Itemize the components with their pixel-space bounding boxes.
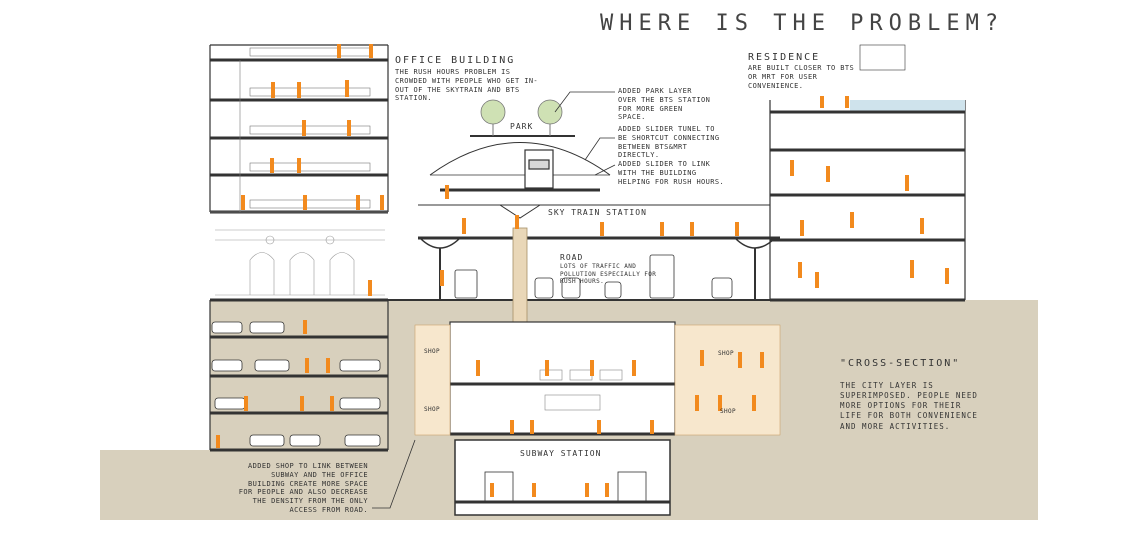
label-subway-station: SUBWAY STATION (520, 449, 602, 458)
parked-cars (211, 321, 381, 447)
note-shop-link: ADDED SHOP TO LINK BETWEEN SUBWAY AND TH… (238, 462, 368, 514)
office-heading: OFFICE BUILDING (395, 55, 516, 66)
residence-text: ARE BUILT CLOSER TO BTS OR MRT FOR USER … (748, 64, 855, 90)
label-shop-4: SHOP (720, 408, 737, 415)
subway-station (454, 439, 671, 516)
park-layer (470, 99, 575, 137)
office-building (209, 44, 389, 214)
road-vehicles (454, 254, 733, 299)
residence-building (769, 44, 966, 302)
label-shop-1: SHOP (424, 348, 441, 355)
note-slider-link: ADDED SLIDER TO LINK WITH THE BUILDING H… (618, 160, 725, 186)
residence-heading: RESIDENCE (748, 52, 821, 63)
skytrain-station (418, 142, 780, 300)
note-slider-tunnel: ADDED SLIDER TUNEL TO BE SHORTCUT CONNEC… (618, 125, 720, 160)
label-skytrain-station: SKY TRAIN STATION (548, 208, 647, 217)
label-park: PARK (510, 122, 534, 131)
park-tree (480, 99, 506, 125)
label-road: ROAD (560, 253, 584, 262)
parking-garage (209, 298, 389, 452)
cross-section-heading: "CROSS-SECTION" (840, 358, 961, 369)
cross-section-text: THE CITY LAYER IS SUPERIMPOSED. PEOPLE N… (840, 381, 978, 431)
note-park-layer: ADDED PARK LAYER OVER THE BTS STATION FO… (618, 87, 711, 122)
classical-facade (210, 211, 388, 296)
park-tree (537, 99, 563, 125)
rooftop-pool (850, 100, 965, 112)
road-note: LOTS OF TRAFFIC AND POLLUTION ESPECIALLY… (560, 263, 657, 285)
underground-mall (414, 321, 781, 436)
people-figures (216, 44, 949, 497)
note-leader-lines (372, 91, 616, 509)
page-title: WHERE IS THE PROBLEM? (600, 11, 1005, 36)
label-shop-3: SHOP (718, 350, 735, 357)
office-text: THE RUSH HOURS PROBLEM IS CROWDED WITH P… (395, 68, 539, 103)
label-shop-2: SHOP (424, 406, 441, 413)
